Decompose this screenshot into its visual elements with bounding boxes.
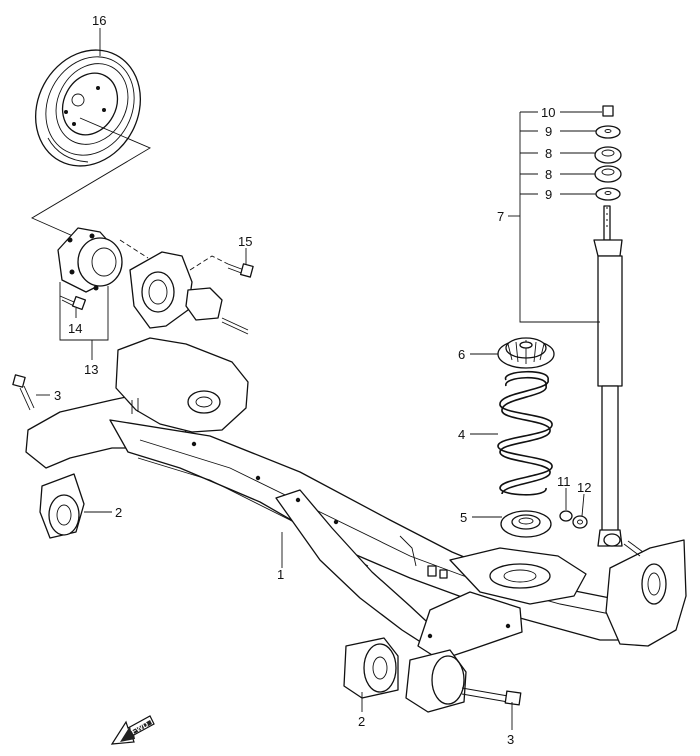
callout-9-upper: 9 xyxy=(545,124,552,139)
wheel-hub xyxy=(57,227,123,293)
shock-mount-cushion-lower xyxy=(594,165,622,183)
mounting-bolt xyxy=(227,263,254,278)
shock-absorber xyxy=(593,205,623,547)
shock-mount-cushion-upper xyxy=(594,146,622,164)
rubber-bushing-left xyxy=(39,473,85,539)
callout-9-lower: 9 xyxy=(545,187,552,202)
callout-11: 11 xyxy=(557,474,571,489)
upper-spring-seat xyxy=(497,337,555,369)
rear-axle-beam xyxy=(25,337,687,661)
callout-5: 5 xyxy=(460,510,467,525)
callout-6: 6 xyxy=(458,347,465,362)
callout-1: 1 xyxy=(277,567,284,582)
shock-lower-washer-12 xyxy=(572,515,588,529)
shock-mount-washer-lower xyxy=(595,187,621,201)
callout-3-upper: 3 xyxy=(54,388,61,403)
callout-16: 16 xyxy=(92,13,106,28)
callout-3-bottom: 3 xyxy=(507,732,514,747)
lower-spring-seat xyxy=(500,510,552,538)
forward-direction-arrow: FWD xyxy=(110,715,155,745)
axle-knuckle-bracket xyxy=(129,251,249,335)
rubber-bushing-mounted xyxy=(405,649,467,713)
callout-8-upper: 8 xyxy=(545,146,552,161)
callout-7: 7 xyxy=(497,209,504,224)
callout-8-lower: 8 xyxy=(545,167,552,182)
shock-mount-nut xyxy=(602,105,614,117)
callout-10: 10 xyxy=(541,105,555,120)
shock-lower-washer-11 xyxy=(559,510,573,522)
callout-4: 4 xyxy=(458,427,465,442)
callout-2-bottom: 2 xyxy=(358,714,365,729)
callout-14: 14 xyxy=(68,321,82,336)
brake-drum xyxy=(34,49,142,167)
callout-labels: 16 10 9 8 8 9 7 15 14 13 3 6 4 2 11 12 5… xyxy=(54,13,591,747)
coil-spring xyxy=(497,370,553,496)
shock-lower-bolt xyxy=(623,540,644,557)
bushing-bolt-left xyxy=(12,374,35,411)
callout-2-left: 2 xyxy=(115,505,122,520)
leader-lines xyxy=(36,28,602,730)
callout-12: 12 xyxy=(577,480,591,495)
rubber-bushing-bottom xyxy=(343,637,399,699)
callout-15: 15 xyxy=(238,234,252,249)
shock-mount-washer-upper xyxy=(595,125,621,139)
hub-bolt xyxy=(59,295,87,311)
callout-13: 13 xyxy=(84,362,98,377)
